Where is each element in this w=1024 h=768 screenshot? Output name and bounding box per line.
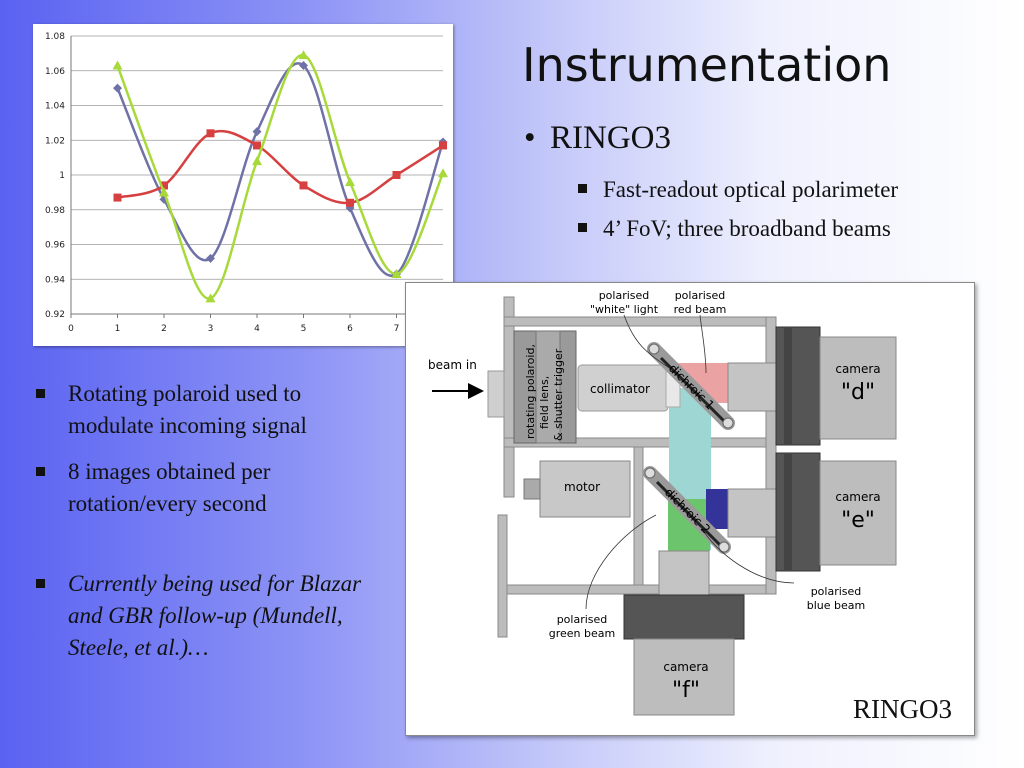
line-chart-svg: 0.92 0.94 0.96 0.98 1 1.02 1.04 1.06 1.08 0 1 2 3 4 5 6… (45, 32, 448, 334)
x-tick-label: 1 (115, 324, 121, 334)
data-point (252, 127, 262, 137)
label-cam-e-2: "e" (841, 508, 875, 533)
dichroic-1 (647, 342, 735, 430)
ringo3-diagram-svg: beam in polarised "white" light polarise… (428, 289, 897, 716)
sub-bullet-2: 4’ FoV; three broadband beams (578, 216, 891, 242)
x-tick-label: 0 (68, 324, 74, 334)
label-white-2: "white" light (590, 303, 659, 316)
data-point (391, 269, 402, 279)
x-tick-label: 6 (347, 324, 353, 334)
y-tick-label: 1.04 (45, 102, 65, 112)
x-tick-label: 7 (394, 324, 400, 334)
label-cam-f-2: "f" (672, 678, 700, 703)
data-point (298, 50, 309, 60)
y-tick-label: 0.98 (45, 206, 65, 216)
ringo3-diagram: beam in polarised "white" light polarise… (405, 282, 975, 736)
data-point (299, 181, 308, 190)
label-polaroid-1: rotating polaroid, (524, 344, 537, 439)
data-point (439, 141, 447, 150)
beam-in-arrow-icon (432, 383, 484, 399)
bullet-ringo3: • RINGO3 (524, 120, 671, 157)
label-blue-2: blue beam (807, 599, 865, 612)
data-point (252, 156, 262, 166)
data-point (299, 61, 308, 71)
y-tick-label: 1.06 (45, 67, 65, 77)
bullet-square-icon (36, 579, 45, 588)
left-bullet-1-text: Rotating polaroid used to modulate incom… (68, 381, 307, 438)
figure-caption: RINGO3 (853, 694, 952, 724)
data-point (345, 176, 355, 186)
left-bullet-1: Rotating polaroid used to modulate incom… (36, 378, 376, 442)
frame (497, 296, 777, 638)
label-collimator: collimator (590, 382, 650, 396)
sub-bullet-2-text: 4’ FoV; three broadband beams (603, 216, 891, 241)
data-point (438, 168, 448, 178)
left-bullet-2: 8 images obtained per rotation/every sec… (36, 456, 336, 520)
y-tick-label: 0.92 (45, 310, 65, 320)
data-point (113, 193, 122, 202)
left-bullet-3: Currently being used for Blazar and GBR … (36, 568, 366, 664)
y-tick-label: 1.08 (45, 32, 65, 42)
y-tick-label: 0.96 (45, 241, 65, 251)
data-point (392, 171, 401, 179)
x-tick-label: 3 (208, 324, 214, 334)
left-bullet-2-text: 8 images obtained per rotation/every sec… (68, 459, 271, 516)
motor (539, 460, 631, 518)
label-green-2: green beam (549, 627, 615, 640)
label-cam-f-1: camera (663, 660, 708, 674)
label-motor: motor (564, 480, 600, 494)
y-tick-label: 1 (59, 171, 65, 181)
label-green-1: polarised (557, 613, 608, 626)
camera-e (727, 452, 897, 572)
label-polaroid-3: & shutter trigger (552, 348, 565, 441)
data-point (253, 141, 261, 150)
data-point (112, 60, 123, 70)
x-tick-label: 4 (254, 324, 260, 334)
label-beam-in: beam in (428, 358, 477, 372)
series-line-3 (116, 53, 445, 300)
label-blue-1: polarised (811, 585, 862, 598)
data-point (160, 181, 168, 190)
label-white-1: polarised (599, 289, 650, 302)
dichroic-2 (643, 466, 731, 554)
sub-bullet-1: Fast-readout optical polarimeter (578, 177, 898, 203)
data-point (159, 187, 169, 197)
label-cam-e-1: camera (835, 490, 880, 504)
label-cam-d-1: camera (835, 362, 880, 376)
x-tick-label: 2 (161, 324, 167, 334)
series-line-2 (117, 129, 444, 205)
label-red-2: red beam (674, 303, 727, 316)
bullet-dot: • (524, 120, 536, 156)
left-bullet-3-text: Currently being used for Blazar and GBR … (68, 571, 362, 660)
line-chart: 0.92 0.94 0.96 0.98 1 1.02 1.04 1.06 1.08 0 1 2 3 4 5 6… (33, 24, 453, 346)
camera-d (727, 326, 897, 446)
bullet-square-icon (36, 389, 45, 398)
data-point (113, 83, 122, 93)
data-point (206, 253, 215, 263)
label-red-1: polarised (675, 289, 726, 302)
camera-f (623, 550, 745, 716)
data-point (346, 198, 354, 207)
label-cam-d-2: "d" (841, 380, 875, 405)
bullet-ringo3-text: RINGO3 (550, 120, 671, 156)
bullet-square-icon (578, 184, 587, 193)
x-tick-label: 5 (301, 324, 307, 334)
data-point (206, 129, 215, 138)
label-polaroid-2: field lens, (538, 376, 551, 429)
bullet-square-icon (36, 467, 45, 476)
data-point (205, 293, 216, 303)
red-beam (678, 363, 736, 403)
sub-bullet-1-text: Fast-readout optical polarimeter (603, 177, 899, 202)
y-tick-label: 1.02 (45, 136, 65, 146)
bullet-square-icon (578, 223, 587, 232)
y-tick-label: 0.94 (45, 275, 65, 285)
slide-title: Instrumentation (522, 38, 892, 92)
